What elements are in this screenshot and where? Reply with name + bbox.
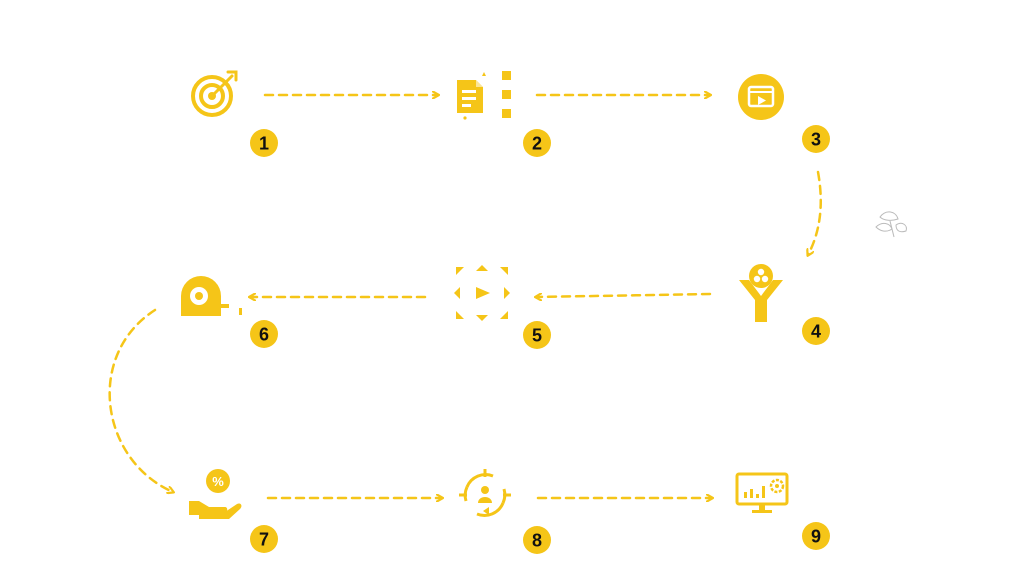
- step-number: 5: [532, 326, 542, 346]
- user-focus-icon: [459, 469, 511, 517]
- step-number: 1: [259, 134, 269, 154]
- step-badge-2: 2: [523, 129, 551, 157]
- step-badge-7: 7: [250, 525, 278, 553]
- step-number: 3: [811, 130, 821, 150]
- step-number: 8: [532, 531, 542, 551]
- step-number: 7: [259, 530, 269, 550]
- step-badge-3: 3: [802, 125, 830, 153]
- document-list-icon: [457, 71, 511, 120]
- step-badge-8: 8: [523, 526, 551, 554]
- step-number: 9: [811, 527, 821, 547]
- step-badge-5: 5: [523, 321, 551, 349]
- svg-text:%: %: [212, 474, 224, 489]
- leaf-sprout-icon: [875, 211, 907, 238]
- step-number: 4: [811, 322, 821, 342]
- target-icon: [191, 70, 238, 117]
- arrow-3-to-4: [808, 170, 823, 255]
- arrow-6-to-7: [108, 308, 173, 492]
- arrow-4-to-5: [536, 292, 712, 297]
- discount-hand-icon: %: [189, 469, 242, 519]
- expand-arrows-icon: [454, 265, 510, 321]
- step-badge-1: 1: [250, 129, 278, 157]
- tape-measure-icon: [181, 276, 242, 316]
- connectors: [108, 95, 823, 498]
- step-number: 6: [259, 325, 269, 345]
- step-badge-4: 4: [802, 317, 830, 345]
- filter-funnel-icon: [739, 264, 783, 322]
- step-number: 2: [532, 134, 542, 154]
- monitor-chart-icon: [735, 472, 789, 513]
- step-badge-9: 9: [802, 522, 830, 550]
- video-play-icon: [738, 74, 784, 120]
- step-badge-6: 6: [250, 320, 278, 348]
